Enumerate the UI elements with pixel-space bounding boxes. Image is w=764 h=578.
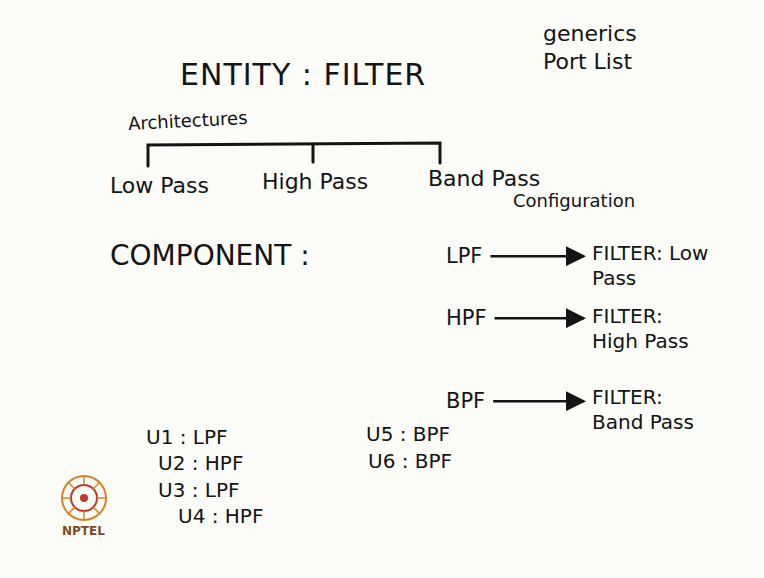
- group-label: Architectures: [127, 107, 248, 136]
- configuration-target: FILTER: Band Pass: [592, 385, 714, 435]
- instance-label: U3 : LPF: [158, 478, 240, 503]
- watermark: NPTEL: [62, 524, 105, 539]
- component-name: BPF: [446, 388, 485, 414]
- logo-ring: [62, 476, 106, 520]
- component-name: LPF: [446, 243, 482, 269]
- instance-label: U6 : BPF: [368, 449, 452, 474]
- side-note: generics: [543, 20, 637, 48]
- logo-core: [80, 494, 88, 502]
- instance-label: U1 : LPF: [146, 425, 228, 450]
- architecture-bracket: [148, 143, 440, 166]
- logo-rays: [62, 476, 106, 520]
- instance-label: U4 : HPF: [178, 504, 263, 529]
- configuration-arrow: [493, 400, 584, 403]
- configuration-arrow: [490, 255, 584, 258]
- nptel-logo: [62, 476, 106, 520]
- configuration-target: FILTER: High Pass: [592, 304, 714, 354]
- architecture-name: High Pass: [262, 168, 368, 196]
- configuration-arrow: [495, 317, 584, 320]
- instance-label: U5 : BPF: [366, 422, 450, 447]
- component-name: HPF: [446, 305, 487, 331]
- configuration-target: FILTER: Low Pass: [592, 241, 714, 291]
- group-label: Configuration: [513, 190, 635, 213]
- entity-heading: ENTITY : FILTER: [180, 56, 426, 94]
- section-heading: COMPONENT :: [110, 238, 310, 273]
- bracket-line: [148, 143, 440, 166]
- side-note: Port List: [543, 48, 632, 76]
- bracket-drop: [312, 144, 315, 162]
- architecture-name: Low Pass: [110, 172, 209, 200]
- architecture-name: Band Pass: [428, 165, 540, 193]
- instance-label: U2 : HPF: [158, 451, 243, 476]
